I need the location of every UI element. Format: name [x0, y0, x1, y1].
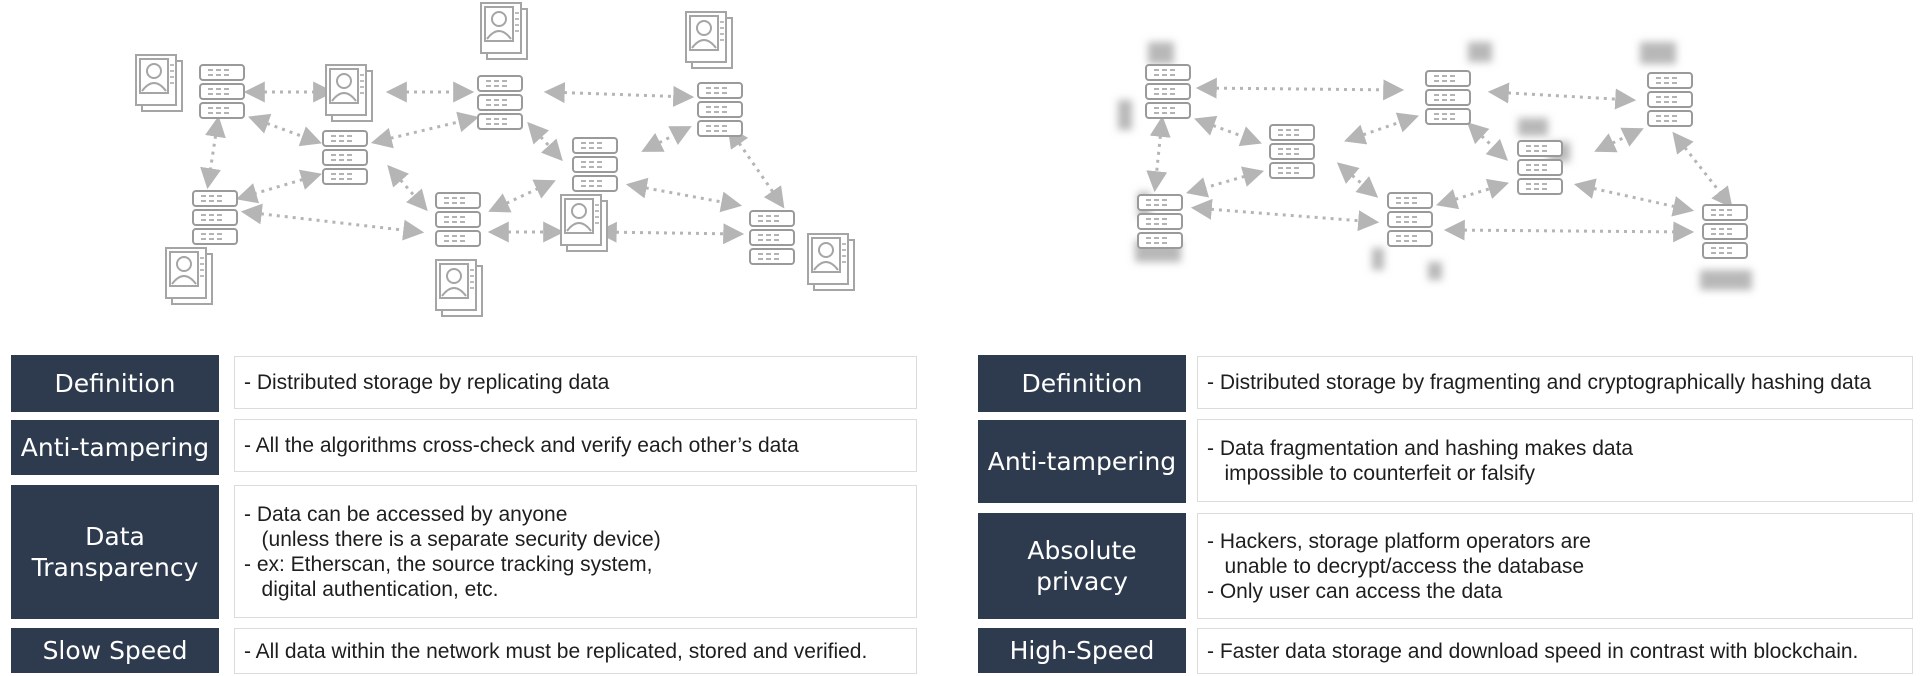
server-icon [749, 210, 795, 265]
row-text-anti-tampering: - All the algorithms cross-check and ver… [234, 419, 917, 472]
blurred-fragment-icon [1372, 248, 1384, 270]
edge [370, 111, 480, 149]
user-document-icon [165, 247, 213, 305]
edge [1435, 178, 1510, 210]
user-document-icon [807, 233, 855, 291]
blurred-fragment-icon [1518, 118, 1548, 136]
server-icon [199, 64, 245, 119]
edge [1466, 122, 1509, 161]
edge [240, 203, 425, 241]
row-label-high-speed: High-Speed [978, 628, 1186, 673]
edge [235, 169, 323, 204]
server-icon [1425, 70, 1471, 125]
right-network-nodes [1137, 64, 1748, 259]
blurred-fragment-icon [1640, 42, 1676, 64]
user-document-icon [325, 64, 373, 122]
right-network-edges [1146, 77, 1733, 243]
row-label-definition: Definition [11, 355, 219, 412]
edge [1194, 115, 1262, 147]
blurred-fragment-icon [1700, 270, 1752, 290]
row-label-slow-speed: Slow Speed [11, 628, 219, 673]
edge [200, 115, 226, 190]
edge [625, 177, 743, 213]
edge [387, 164, 428, 212]
edge [727, 126, 785, 209]
blurred-fragment-icon [1148, 42, 1174, 64]
row-label-anti-tampering: Anti-tampering [978, 420, 1186, 503]
edge [1195, 77, 1405, 101]
row-text-definition: - Distributed storage by replicating dat… [234, 356, 917, 409]
row-label-anti-tampering: Anti-tampering [11, 420, 219, 475]
row-label-data-transparency: Data Transparency [11, 485, 219, 619]
user-document-icon [435, 259, 483, 317]
server-icon [1517, 140, 1563, 195]
server-icon [477, 75, 523, 130]
user-document-icon [480, 2, 528, 60]
row-text-slow-speed: - All data within the network must be re… [234, 628, 917, 674]
edge [1672, 131, 1733, 209]
row-text-data-transparency: - Data can be accessed by anyone (unless… [234, 485, 917, 618]
edge [1146, 115, 1171, 193]
blurred-fragment-icon [1118, 100, 1132, 130]
row-text-anti-tampering: - Data fragmentation and hashing makes d… [1197, 419, 1913, 502]
row-text-absolute-privacy: - Hackers, storage platform operators ar… [1197, 513, 1913, 619]
edge [641, 126, 692, 152]
edge [488, 179, 556, 213]
server-icon [435, 192, 481, 247]
edge [1336, 162, 1379, 198]
edge [595, 221, 745, 245]
blurred-fragment-icon [1428, 262, 1442, 280]
server-icon [697, 82, 743, 137]
server-icon [192, 190, 238, 245]
row-text-definition: - Distributed storage by fragmenting and… [1197, 356, 1913, 409]
server-icon [1647, 72, 1693, 127]
row-text-high-speed: - Faster data storage and download speed… [1197, 628, 1913, 674]
user-document-icon [560, 194, 608, 252]
user-document-icon [135, 54, 183, 112]
server-icon [1702, 204, 1748, 259]
edge [1487, 82, 1637, 110]
edge [1594, 127, 1644, 153]
edge [527, 121, 563, 162]
row-label-definition: Definition [978, 355, 1186, 412]
left-network-edges [200, 81, 785, 245]
server-icon [1387, 192, 1433, 247]
edge [543, 82, 695, 107]
server-icon [572, 137, 618, 192]
row-label-absolute-privacy: Absolute privacy [978, 513, 1186, 619]
server-icon [1137, 194, 1183, 249]
server-icon [322, 130, 368, 185]
edge [1344, 112, 1419, 145]
left-network-nodes [135, 2, 855, 317]
server-icon [1269, 124, 1315, 179]
user-document-icon [685, 11, 733, 69]
edge [248, 113, 322, 147]
edge [1190, 198, 1380, 232]
blurred-fragment-icon [1468, 42, 1492, 62]
edge [1573, 178, 1695, 217]
server-icon [1145, 64, 1191, 119]
right-network-fragments [1118, 42, 1752, 290]
edge [1185, 166, 1265, 198]
edge [1443, 219, 1695, 243]
